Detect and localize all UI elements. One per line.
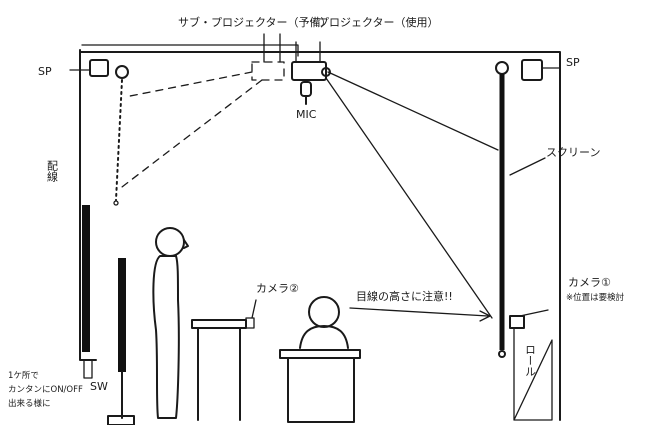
label-sw: SW (90, 380, 108, 393)
microphone (301, 82, 311, 104)
label-sp-right: SP (566, 56, 580, 69)
label-switch-note-1: 1ケ所で (8, 370, 39, 381)
seated-figure (280, 297, 360, 422)
wiring-column (84, 205, 92, 378)
sub-projector (118, 34, 284, 190)
label-eye-level: 目線の高さに注意!! (356, 289, 453, 303)
speaker-left (70, 60, 108, 76)
label-camera1-note: ※位置は要検討 (566, 292, 625, 303)
main-projector (292, 42, 498, 318)
ceiling-truss (80, 50, 560, 420)
label-sp-left: SP (38, 65, 52, 78)
label-switch-note-2: カンタンにON/OFF (8, 385, 83, 395)
label-projector: プロジェクター（使用） (318, 16, 439, 29)
label-camera2: カメラ② (256, 282, 299, 295)
presenter-figure (153, 228, 188, 418)
label-backdrop-roll: ロール (524, 344, 537, 377)
label-switch-note-3: 出来る様に (8, 398, 51, 409)
ceiling-inner-line (82, 45, 298, 56)
label-sub-projector: サブ・プロジェクター（予備） (178, 15, 332, 29)
camera2-stand (192, 300, 256, 420)
eye-level-arrow (350, 308, 490, 321)
label-camera1: カメラ① (568, 276, 611, 289)
speaker-right (522, 60, 560, 80)
label-screen: スクリーン (546, 146, 600, 159)
label-wiring: 配線 (46, 160, 59, 182)
label-mic: MIC (296, 108, 317, 121)
